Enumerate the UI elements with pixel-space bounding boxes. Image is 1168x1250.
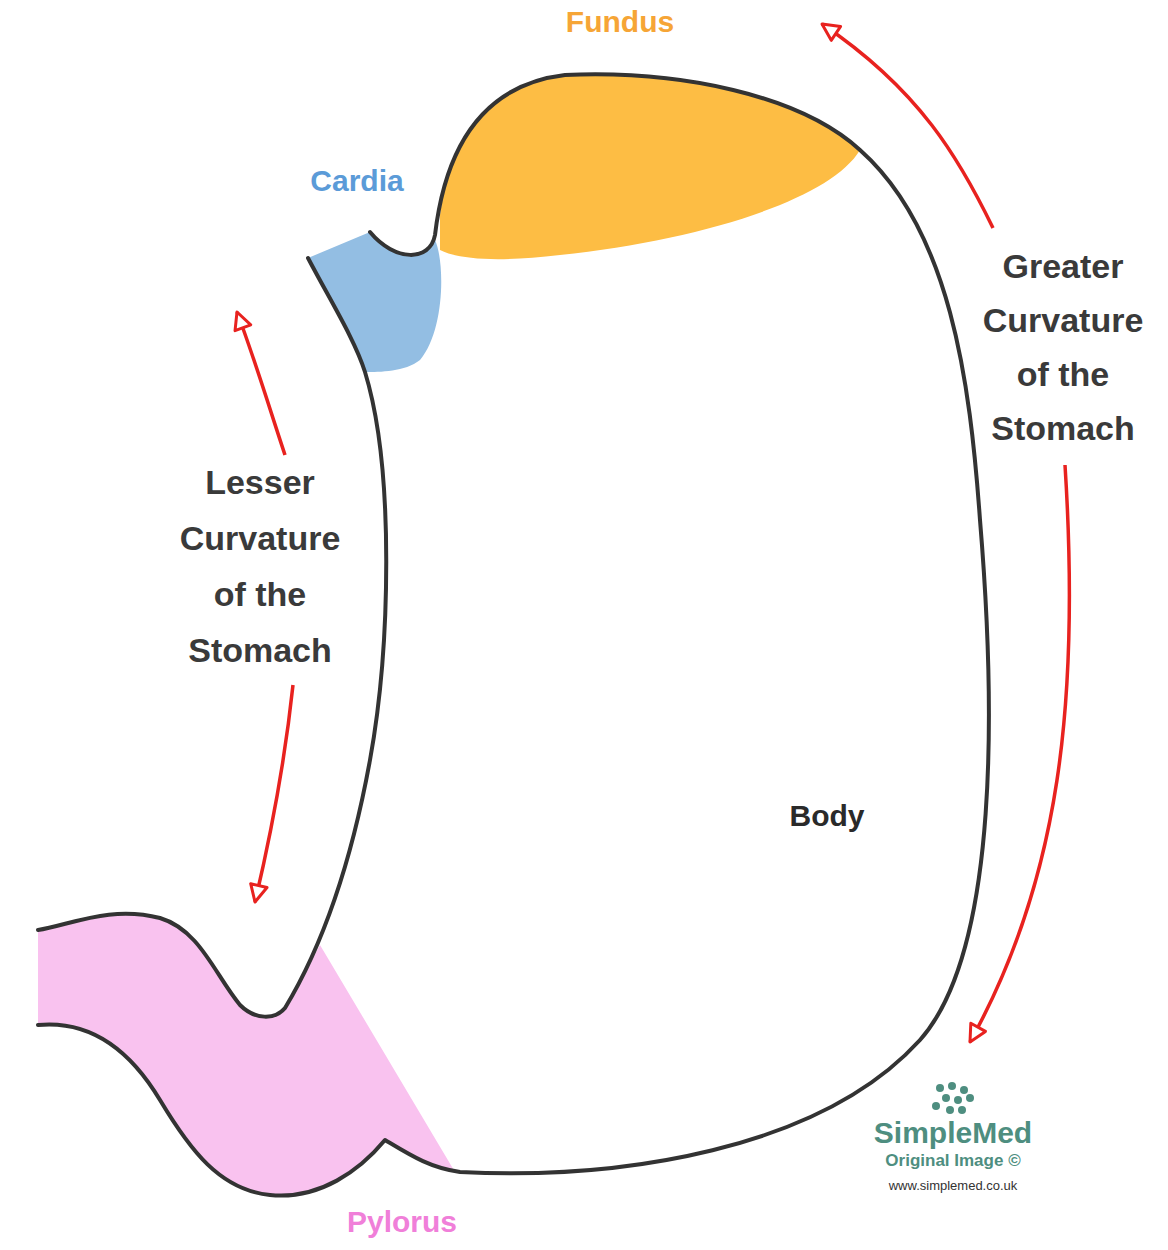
curvature-label: Lesser Curvature of the Stomach bbox=[160, 454, 360, 678]
curvature-arrow bbox=[255, 685, 293, 902]
watermark-title: SimpleMed bbox=[874, 1116, 1032, 1151]
stomach-outline bbox=[38, 74, 989, 1195]
pylorus-region bbox=[38, 914, 455, 1196]
watermark-note: Original Image © bbox=[885, 1151, 1020, 1171]
region-label: Pylorus bbox=[347, 1205, 457, 1240]
curvature-arrow bbox=[970, 465, 1070, 1042]
fundus-region bbox=[440, 74, 860, 259]
region-label: Cardia bbox=[310, 164, 403, 199]
curvature-label: Greater Curvature of the Stomach bbox=[965, 239, 1161, 455]
curvature-arrow bbox=[822, 24, 993, 228]
logo-icon bbox=[932, 1082, 974, 1114]
watermark-url: www.simplemed.co.uk bbox=[889, 1179, 1018, 1194]
stomach-outline bbox=[38, 258, 386, 1017]
region-label: Body bbox=[790, 799, 865, 834]
curvature-arrow bbox=[237, 312, 285, 455]
region-label: Fundus bbox=[566, 5, 674, 40]
